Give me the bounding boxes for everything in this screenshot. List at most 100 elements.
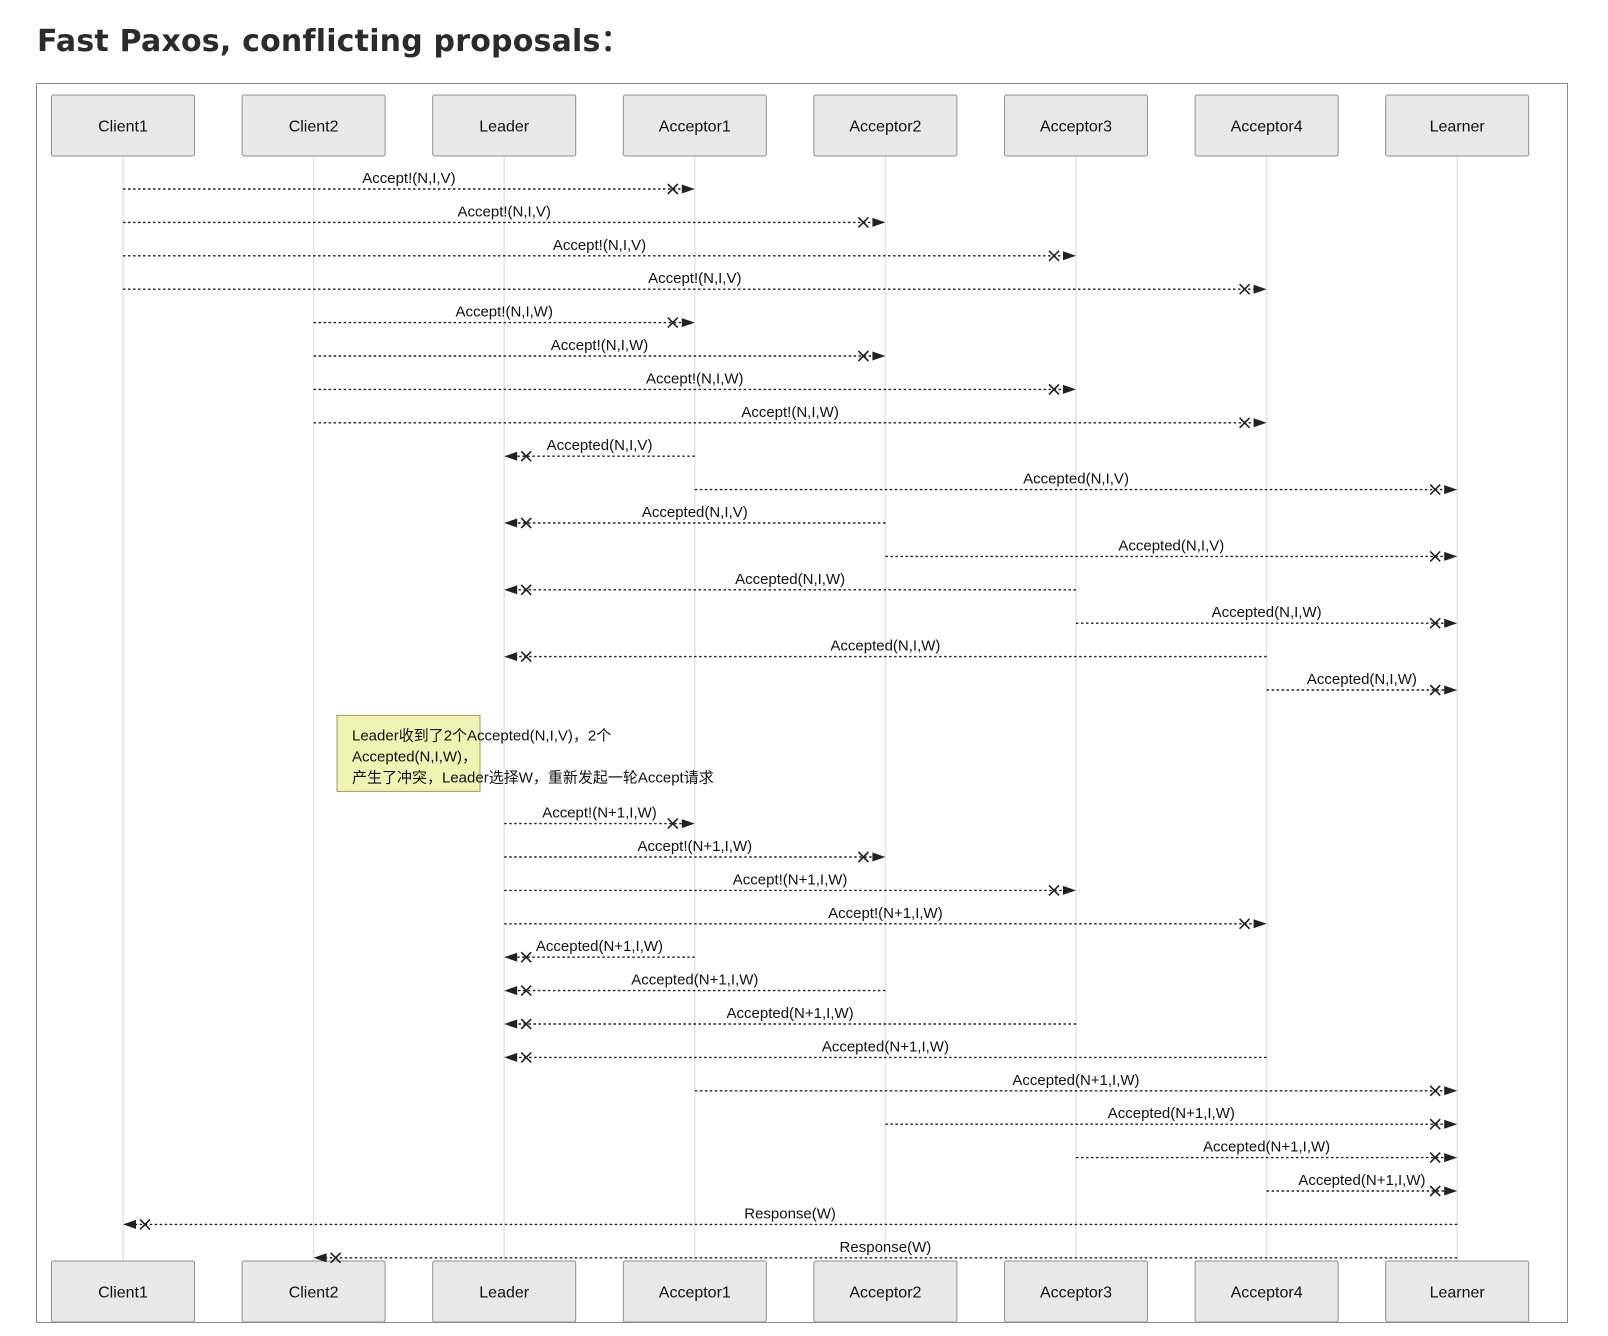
note-line: Accepted(N,I,W)，	[352, 748, 477, 765]
arrowhead	[504, 585, 518, 595]
arrowhead	[872, 217, 886, 227]
x-marker	[330, 1252, 342, 1264]
arrowhead	[1063, 384, 1076, 394]
arrowhead	[1253, 919, 1267, 929]
participant-label: Client2	[289, 119, 339, 136]
message-label: Accepted(N,I,V)	[1023, 471, 1129, 488]
message-arrow: Accepted(N+1,I,W)	[504, 938, 695, 963]
message-label: Accepted(N,I,W)	[735, 571, 845, 588]
message-label: Accepted(N,I,V)	[642, 504, 748, 521]
participant-leader-bottom: Leader	[432, 1260, 577, 1323]
message-arrow: Accepted(N,I,W)	[1266, 671, 1458, 696]
message-label: Accepted(N,I,V)	[1118, 537, 1224, 554]
note-line: 产生了冲突，Leader选择W，重新发起一轮Accept请求	[352, 769, 714, 786]
note-box	[336, 714, 481, 792]
message-label: Response(W)	[840, 1239, 932, 1256]
x-marker	[520, 1018, 532, 1030]
message-label: Accepted(N+1,I,W)	[1108, 1105, 1235, 1122]
message-arrow: Accepted(N,I,V)	[504, 504, 886, 529]
x-marker	[1239, 918, 1251, 930]
arrowhead	[313, 1253, 327, 1263]
message-label: Accept!(N,I,V)	[648, 270, 741, 287]
arrowhead	[681, 318, 695, 328]
message-label: Accepted(N,I,W)	[1307, 671, 1417, 688]
participant-label: Learner	[1430, 119, 1486, 136]
message-label: Accepted(N+1,I,W)	[536, 938, 663, 955]
participant-label: Leader	[479, 1285, 529, 1302]
sequence-diagram-frame	[36, 83, 1568, 1323]
x-marker	[520, 1051, 532, 1063]
x-marker	[1429, 1152, 1441, 1164]
message-arrow: Accepted(N,I,V)	[885, 537, 1458, 562]
message-arrow: Accept!(N,I,W)	[313, 304, 695, 329]
x-marker	[857, 216, 869, 228]
message-label: Accept!(N,I,W)	[646, 370, 744, 387]
x-marker	[520, 951, 532, 963]
participant-label: Client1	[98, 1285, 148, 1302]
x-marker	[667, 317, 679, 329]
arrowhead	[1444, 618, 1458, 628]
message-label: Response(W)	[744, 1205, 836, 1222]
message-arrow: Accept!(N,I,W)	[313, 370, 1076, 395]
arrowhead	[1444, 551, 1458, 561]
participant-label: Acceptor4	[1231, 119, 1303, 136]
x-marker	[520, 584, 532, 596]
message-label: Accepted(N,I,W)	[1212, 604, 1322, 621]
message-label: Accepted(N+1,I,W)	[631, 972, 758, 989]
message-arrow: Accepted(N+1,I,W)	[504, 972, 886, 997]
message-label: Accepted(N+1,I,W)	[727, 1005, 854, 1022]
participant-leader-top: Leader	[432, 94, 577, 157]
participant-label: Client2	[289, 1285, 339, 1302]
message-label: Accepted(N+1,I,W)	[1203, 1139, 1330, 1156]
participant-label: Acceptor2	[849, 119, 921, 136]
message-arrow: Accepted(N+1,I,W)	[1076, 1139, 1458, 1164]
arrowhead	[872, 852, 886, 862]
x-marker	[520, 651, 532, 663]
arrowhead	[1444, 1186, 1458, 1196]
participant-label: Acceptor2	[849, 1285, 921, 1302]
message-label: Accepted(N,I,V)	[547, 437, 653, 454]
message-arrow: Accepted(N+1,I,W)	[694, 1072, 1458, 1097]
arrowhead	[1063, 251, 1076, 261]
x-marker	[1429, 550, 1441, 562]
participant-acceptor2-top: Acceptor2	[813, 94, 958, 157]
x-marker	[1239, 417, 1251, 429]
arrowhead	[504, 451, 518, 461]
arrowhead	[504, 1052, 518, 1062]
message-label: Accept!(N+1,I,W)	[637, 838, 752, 855]
message-arrow: Accept!(N,I,V)	[123, 170, 695, 195]
x-marker	[857, 350, 869, 362]
participant-label: Leader	[479, 119, 529, 136]
message-label: Accept!(N+1,I,W)	[542, 805, 657, 822]
x-marker	[520, 517, 532, 529]
message-arrow: Accepted(N,I,W)	[1076, 604, 1458, 629]
arrowhead	[504, 986, 518, 996]
message-label: Accept!(N+1,I,W)	[733, 871, 848, 888]
participant-acceptor4-top: Acceptor4	[1194, 94, 1339, 157]
participant-learner-top: Learner	[1385, 94, 1530, 157]
participant-client2-top: Client2	[241, 94, 386, 157]
arrowhead	[1444, 685, 1458, 695]
arrowhead	[1444, 1153, 1458, 1163]
x-marker	[520, 985, 532, 997]
message-arrow: Accept!(N+1,I,W)	[504, 838, 886, 863]
message-arrow: Accept!(N,I,W)	[313, 404, 1267, 429]
arrowhead	[1444, 1086, 1458, 1096]
participant-acceptor3-top: Acceptor3	[1004, 94, 1148, 157]
arrowhead	[1253, 418, 1267, 428]
note-line: Leader收到了2个Accepted(N,I,V)，2个	[352, 727, 611, 744]
message-label: Accept!(N,I,W)	[741, 404, 839, 421]
message-label: Accept!(N,I,V)	[458, 203, 551, 220]
message-label: Accepted(N,I,W)	[830, 638, 940, 655]
x-marker	[857, 851, 869, 863]
message-arrow: Accepted(N,I,W)	[504, 638, 1267, 663]
x-marker	[667, 183, 679, 195]
message-arrow: Response(W)	[123, 1205, 1458, 1230]
participant-acceptor2-bottom: Acceptor2	[813, 1260, 958, 1323]
x-marker	[1429, 684, 1441, 696]
message-label: Accept!(N,I,V)	[553, 237, 646, 254]
message-arrow: Accept!(N+1,I,W)	[504, 805, 695, 830]
participant-label: Acceptor4	[1231, 1285, 1303, 1302]
participant-label: Acceptor1	[659, 119, 731, 136]
note: Leader收到了2个Accepted(N,I,V)，2个 Accepted(N,…	[336, 714, 714, 792]
